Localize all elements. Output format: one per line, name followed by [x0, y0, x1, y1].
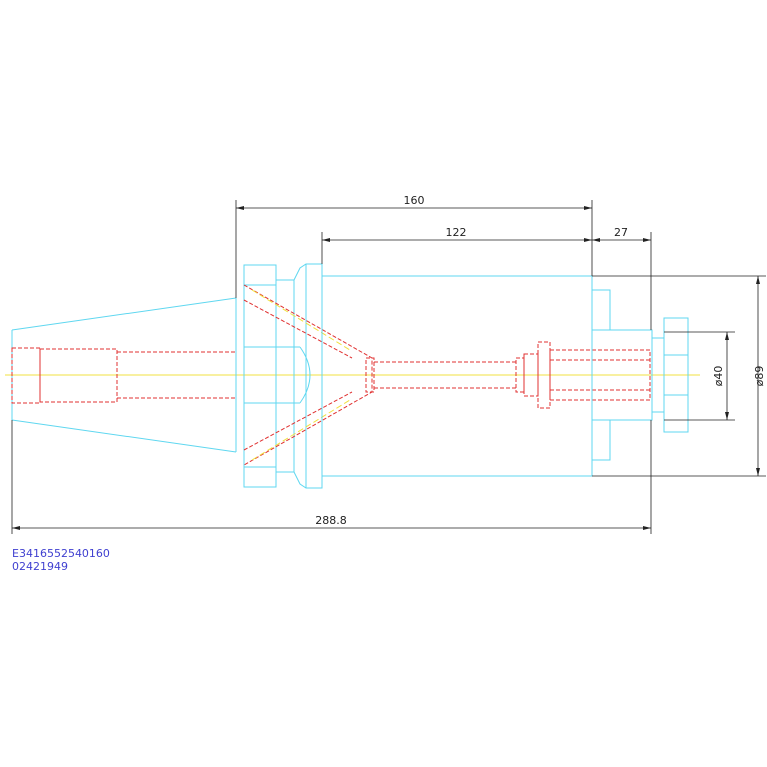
body-internal — [365, 341, 651, 409]
dim-dia40-label: ø40 — [712, 366, 725, 387]
flange — [243, 263, 323, 489]
dim-27-label: 27 — [614, 226, 628, 239]
part-code-line1: E3416552540160 — [12, 547, 110, 560]
dim-dia89-label: ø89 — [753, 366, 766, 387]
body-cylinder — [321, 275, 593, 477]
dimension-27: 27 — [592, 226, 652, 330]
dimension-dia89: ø89 — [592, 275, 766, 477]
dim-122-label: 122 — [446, 226, 467, 239]
dim-288-label: 288.8 — [315, 514, 347, 527]
dimension-160: 160 — [235, 194, 593, 298]
dimension-122: 122 — [321, 226, 592, 264]
nose-nut — [591, 289, 689, 461]
dimension-288: 288.8 — [11, 420, 652, 534]
taper-bore — [11, 347, 236, 404]
dimension-dia40: ø40 — [664, 331, 735, 421]
taper-shank — [11, 297, 237, 453]
flange-internal — [243, 284, 373, 466]
dim-160-label: 160 — [404, 194, 425, 207]
part-code-line2: 02421949 — [12, 560, 68, 573]
